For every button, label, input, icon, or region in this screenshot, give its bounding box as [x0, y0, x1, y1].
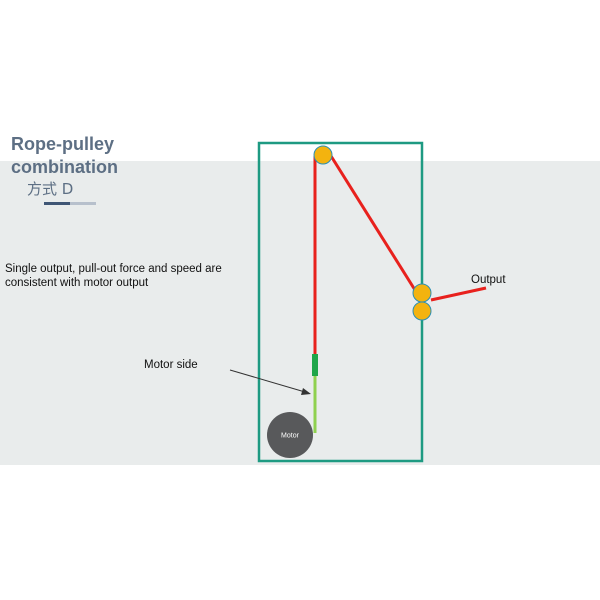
page-title: Rope-pulley combination — [11, 133, 118, 179]
motor-side-label: Motor side — [144, 359, 198, 371]
description-line-1: Single output, pull-out force and speed … — [5, 263, 222, 275]
motor-side-arrow-line — [229, 369, 306, 393]
title-line-1: Rope-pulley — [11, 134, 115, 154]
output-label: Output — [471, 274, 506, 286]
rope-connector — [312, 354, 318, 376]
description: Single output, pull-out force and speed … — [5, 262, 295, 290]
right-pulley-upper — [412, 283, 432, 303]
rope-output — [430, 286, 487, 302]
subtitle: 方式 D — [27, 180, 74, 198]
motor — [267, 412, 313, 458]
motor-label: Motor — [281, 433, 300, 440]
description-line-2: consistent with motor output — [5, 277, 149, 289]
underline-dark — [44, 202, 70, 205]
rope-diagonal — [329, 155, 422, 299]
title-line-2: combination — [11, 157, 118, 177]
top-pulley — [313, 145, 333, 165]
subtitle-underline — [44, 202, 96, 205]
right-pulley-lower — [412, 301, 432, 321]
underline-light — [70, 202, 96, 205]
motor-side-arrow-head — [301, 388, 311, 395]
